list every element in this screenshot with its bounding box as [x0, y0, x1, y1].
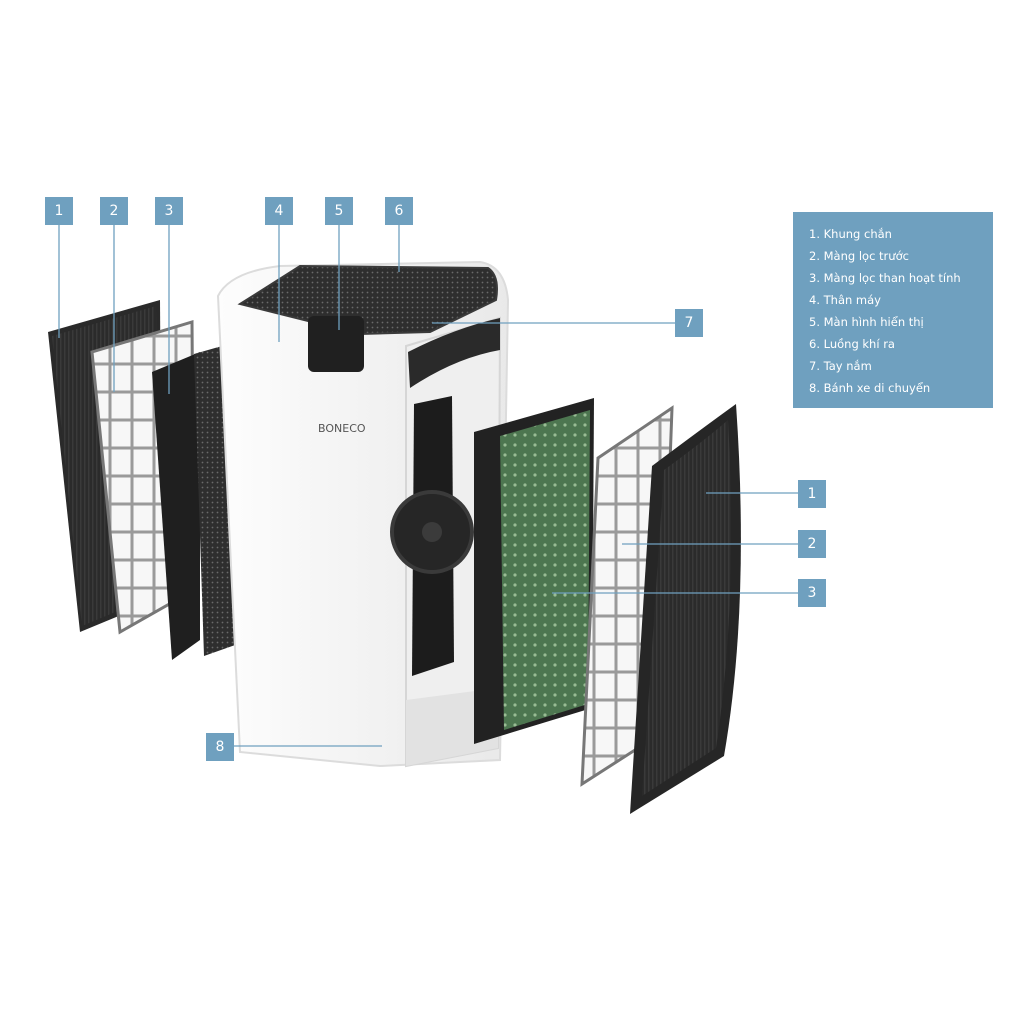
callout-right-2: 2: [798, 530, 826, 558]
right-carbon-filter: [474, 398, 594, 744]
legend-item: 7. Tay nắm: [809, 359, 872, 373]
legend-item: 1. Khung chắn: [809, 227, 892, 241]
legend-item: 6. Luồng khí ra: [809, 337, 895, 351]
callout-left-1: 1: [45, 197, 73, 225]
callout-right-1: 1: [798, 480, 826, 508]
callout-right-3: 3: [798, 579, 826, 607]
legend-item: 3. Màng lọc than hoạt tính: [809, 271, 961, 285]
leader-lines: [58, 224, 798, 747]
purifier-body: [216, 260, 510, 768]
callout-right-7: 7: [675, 309, 703, 337]
parts-legend: 1. Khung chắn 2. Màng lọc trước 3. Màng …: [793, 212, 993, 408]
callout-top-4: 4: [265, 197, 293, 225]
callout-top-5: 5: [325, 197, 353, 225]
callout-left-3: 3: [155, 197, 183, 225]
callout-bottom-8: 8: [206, 733, 234, 761]
brand-label: BONECO: [318, 422, 366, 435]
legend-item: 4. Thân máy: [809, 293, 881, 307]
callout-left-2: 2: [100, 197, 128, 225]
callout-top-6: 6: [385, 197, 413, 225]
legend-item: 5. Màn hình hiển thị: [809, 315, 924, 329]
legend-item: 8. Bánh xe di chuyển: [809, 381, 931, 395]
legend-item: 2. Màng lọc trước: [809, 249, 909, 263]
right-grille-frame: [630, 404, 741, 814]
